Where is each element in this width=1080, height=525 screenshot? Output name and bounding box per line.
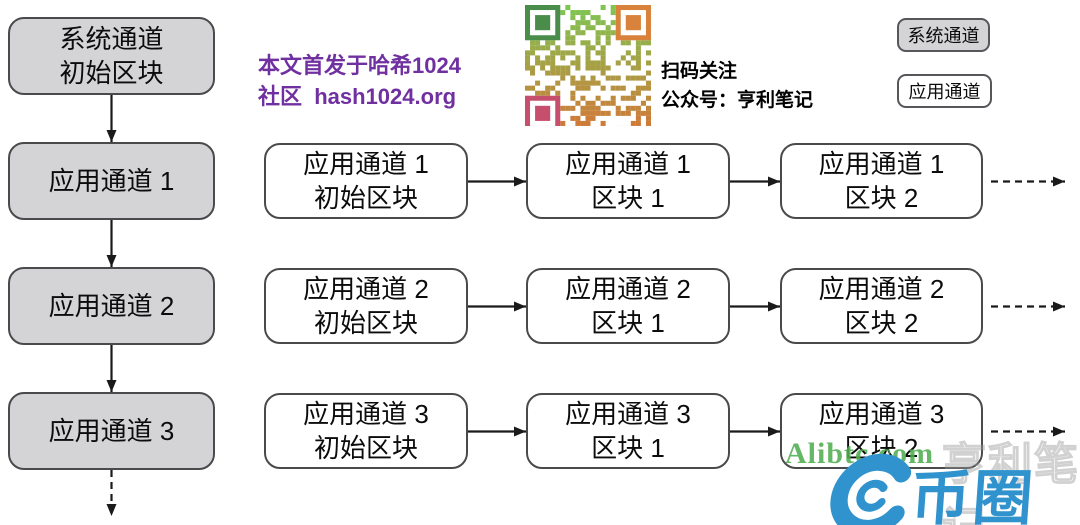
box-label-line2: 初始区块 [313, 183, 418, 213]
block-ch3-block2: 应用通道 3 区块 2 [780, 393, 983, 469]
box-label-line1: 系统通道 [59, 24, 164, 54]
box-label-line1: 应用通道 3 [565, 399, 691, 429]
legend-system-channel: 系统通道 [897, 18, 990, 52]
box-label-line2: 初始区块 [313, 433, 418, 463]
box-label-line1: 应用通道 1 [303, 149, 429, 179]
source-note-line2: 社区 hash1024.org [258, 84, 457, 109]
box-label-line1: 应用通道 1 [565, 149, 691, 179]
box-label: 应用通道 1 [48, 166, 175, 196]
box-label-line2: 区块 2 [844, 183, 919, 213]
legend-label: 应用通道 [908, 82, 981, 102]
source-note: 本文首发于哈希1024 社区 hash1024.org [258, 50, 461, 112]
qr-caption: 扫码关注 公众号：亨利笔记 [661, 57, 813, 115]
box-label-line2: 区块 2 [844, 308, 919, 338]
legend-app-channel: 应用通道 [897, 74, 992, 108]
box-label-line2: 初始区块 [59, 58, 164, 88]
box-label-line1: 应用通道 2 [818, 274, 945, 304]
watermark-ghost-text: 亨利笔记 [941, 439, 1080, 525]
system-genesis-box: 系统通道 初始区块 [8, 17, 215, 95]
box-label-line1: 应用通道 3 [303, 399, 429, 429]
block-ch1-block1: 应用通道 1 区块 1 [526, 143, 730, 219]
box-label-line2: 区块 1 [591, 183, 665, 213]
block-ch1-block2: 应用通道 1 区块 2 [780, 143, 983, 219]
watermark-logo-text: 币圈子 [908, 465, 1038, 525]
qr-code-icon [525, 5, 651, 126]
block-ch3-block1: 应用通道 3 区块 1 [526, 393, 730, 469]
box-label-line2: 初始区块 [313, 308, 418, 338]
box-label-line2: 区块 1 [591, 433, 665, 463]
block-ch2-genesis: 应用通道 2 初始区块 [264, 268, 468, 344]
box-label-line1: 应用通道 2 [303, 274, 429, 304]
crescent-c-logo-icon [830, 453, 912, 525]
qr-caption-line2: 公众号：亨利笔记 [661, 90, 814, 111]
channel-box-3: 应用通道 3 [8, 392, 215, 470]
source-note-line1: 本文首发于哈希1024 [258, 53, 461, 78]
channel-box-2: 应用通道 2 [8, 267, 215, 345]
channel-box-1: 应用通道 1 [8, 142, 215, 220]
box-label: 应用通道 3 [48, 416, 175, 446]
block-ch2-block2: 应用通道 2 区块 2 [780, 268, 983, 344]
box-label-line1: 应用通道 2 [565, 274, 691, 304]
block-ch2-block1: 应用通道 2 区块 1 [526, 268, 730, 344]
box-label-line1: 应用通道 3 [818, 399, 945, 429]
legend-label: 系统通道 [907, 26, 980, 46]
box-label-line2: 区块 1 [591, 308, 665, 338]
qr-caption-line1: 扫码关注 [661, 61, 738, 82]
box-label-line1: 应用通道 1 [818, 149, 945, 179]
block-ch1-genesis: 应用通道 1 初始区块 [264, 143, 468, 219]
box-label: 应用通道 2 [48, 291, 175, 321]
block-ch3-genesis: 应用通道 3 初始区块 [264, 393, 468, 469]
